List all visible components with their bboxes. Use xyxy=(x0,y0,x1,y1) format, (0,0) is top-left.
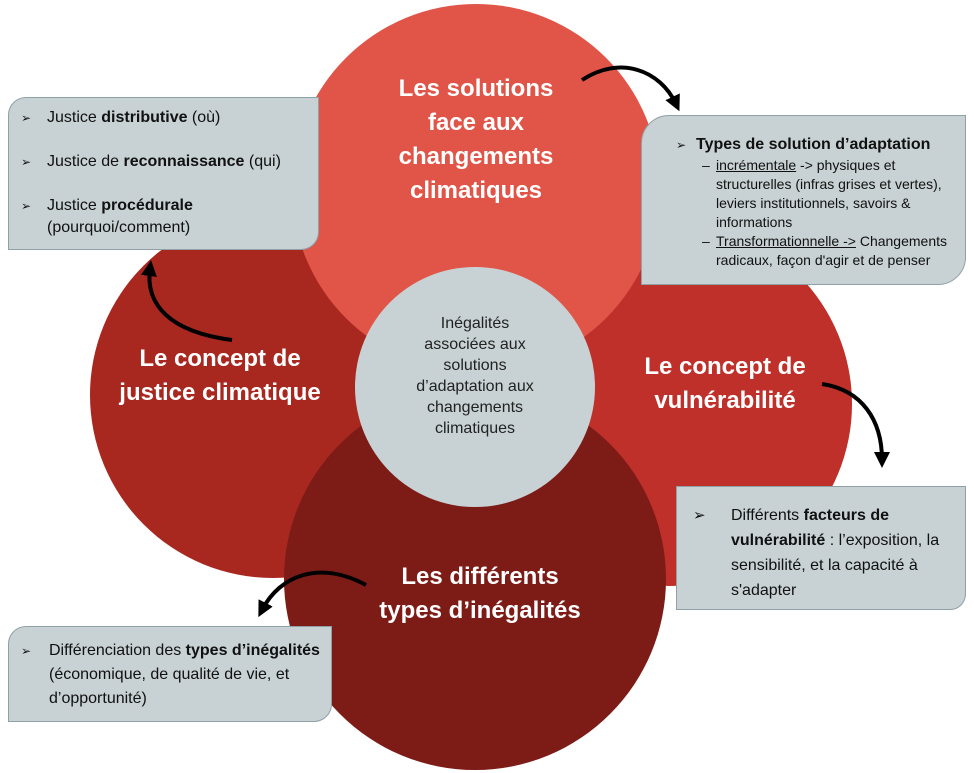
title-line: face aux xyxy=(427,109,525,136)
title-line: Le concept de xyxy=(644,353,806,380)
text-bold: types d’inégalités xyxy=(185,642,320,659)
arrow-icon xyxy=(141,260,233,342)
text: Changements radicaux, façon d'agir et de… xyxy=(716,233,947,268)
text: Différents xyxy=(731,507,804,524)
text: (où) xyxy=(187,109,221,126)
center-line: solutions xyxy=(443,357,507,374)
box-heading: ➢ Types de solution d’adaptation xyxy=(642,134,957,156)
bullet-icon: ➢ xyxy=(21,155,32,169)
title-line: Les solutions xyxy=(398,75,554,102)
text-bold: facteurs de vulnérabilité xyxy=(731,507,889,549)
box-item: ➢ Justice procédurale (pourquoi/comment) xyxy=(9,195,247,239)
text: (économique, de qualité de vie, et d’opp… xyxy=(49,666,290,707)
center-line: d’adaptation aux xyxy=(416,378,534,395)
bullet-icon: ➢ xyxy=(676,138,687,152)
title-line: Les différents xyxy=(401,563,559,590)
box-item: ➢Différenciation des types d’inégalités … xyxy=(9,639,323,711)
dash-icon: – xyxy=(702,233,710,249)
title-line: climatiques xyxy=(409,177,543,204)
title-justice: Le concept de justice climatique xyxy=(100,342,340,410)
circle-center xyxy=(355,267,595,507)
text: -> physiques et structurelles (infras gr… xyxy=(716,157,942,230)
box-justice: ➢ Justice distributive (où) ➢ Justice de r… xyxy=(8,97,319,250)
text: Justice de xyxy=(47,153,124,170)
box-item: ➢ Justice de reconnaissance (qui) xyxy=(9,151,318,173)
center-label: Inégalités associées aux solutions d’ada… xyxy=(385,313,565,439)
title-line: changements xyxy=(398,143,554,170)
bullet-icon: ➢ xyxy=(21,199,32,213)
arrow-icon xyxy=(580,65,680,112)
center-line: changements xyxy=(426,399,524,416)
dash-icon: – xyxy=(702,157,710,173)
title-line: types d’inégalités xyxy=(379,597,581,624)
text: : l’exposition, la sensibilité, et la ca… xyxy=(731,532,940,599)
center-line: climatiques xyxy=(434,420,516,437)
text: (pourquoi/comment) xyxy=(47,219,191,236)
box-vulnerabilite: ➢ Différents facteurs de vulnérabilité : … xyxy=(676,486,966,610)
center-line: associées aux xyxy=(424,336,526,353)
arrow-icon xyxy=(821,382,890,468)
text-underlined: Transformationnelle -> xyxy=(716,233,856,249)
text: Justice xyxy=(47,197,102,214)
heading-text: Types de solution d’adaptation xyxy=(696,136,931,153)
title-line: Le concept de xyxy=(139,345,301,372)
title-inegalites: Les différents types d’inégalités xyxy=(350,560,610,628)
bullet-icon: ➢ xyxy=(21,644,32,658)
text: (qui) xyxy=(244,153,281,170)
box-subitem: –incrémentale -> physiques et structurel… xyxy=(640,156,957,232)
text-underlined: incrémentale xyxy=(716,157,797,173)
title-line: vulnérabilité xyxy=(654,387,796,414)
box-solutions: ➢Types de solution d’adaptation –incréme… xyxy=(641,115,966,285)
text-bold: distributive xyxy=(101,109,188,126)
box-subitem: –Transformationnelle -> Changements radi… xyxy=(640,232,957,270)
bullet-icon: ➢ xyxy=(693,507,706,524)
title-line: justice climatique xyxy=(119,379,321,406)
box-item: ➢ Différents facteurs de vulnérabilité : … xyxy=(677,503,955,603)
bullet-icon: ➢ xyxy=(21,111,32,125)
arrow-icon xyxy=(258,570,367,618)
text-bold: reconnaissance xyxy=(123,153,245,170)
title-vulnerabilite: Le concept de vulnérabilité xyxy=(620,350,830,418)
text-bold: procédurale xyxy=(101,197,193,214)
title-solutions: Les solutions face aux changements clima… xyxy=(366,72,586,208)
text: Justice xyxy=(47,109,102,126)
box-item: ➢ Justice distributive (où) xyxy=(9,107,318,129)
center-line: Inégalités xyxy=(440,315,510,332)
text: Différenciation des xyxy=(49,642,186,659)
box-inegalites: ➢Différenciation des types d’inégalités … xyxy=(8,626,332,722)
